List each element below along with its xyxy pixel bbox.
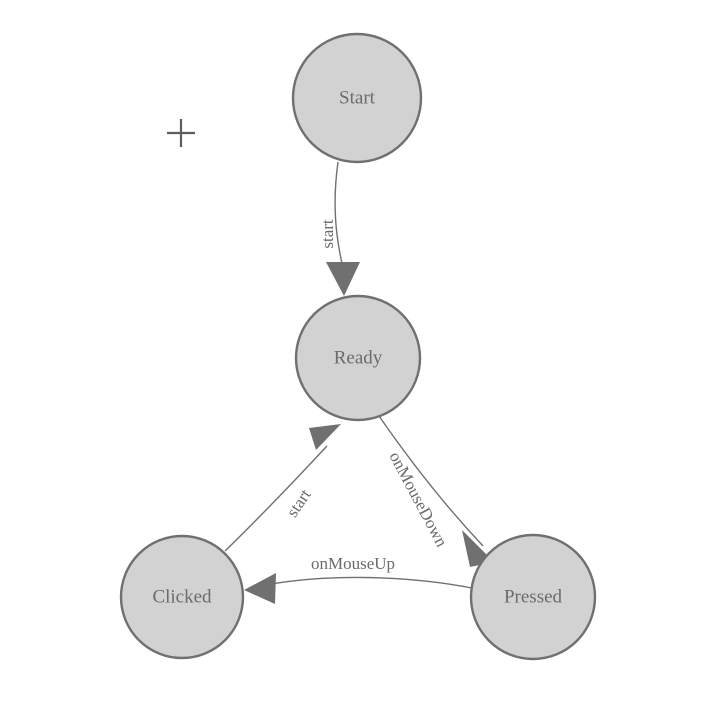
edge-start-to-ready[interactable] (326, 161, 360, 296)
arrowhead-icon (309, 424, 341, 450)
edge-line (265, 576, 473, 589)
edge-line (224, 445, 328, 552)
edge-pressed-to-clicked[interactable] (244, 573, 473, 604)
arrowhead-icon (244, 573, 276, 604)
node-start[interactable]: Start (291, 32, 423, 164)
node-label: Clicked (152, 586, 212, 607)
edge-line (378, 415, 484, 547)
edge-label-clicked-to-ready: start (283, 485, 315, 520)
edge-label-pressed-to-clicked: onMouseUp (311, 554, 395, 573)
edge-clicked-to-ready[interactable] (224, 424, 341, 552)
edge-line (334, 161, 344, 269)
node-label: Ready (334, 347, 383, 368)
node-pressed[interactable]: Pressed (469, 533, 597, 661)
node-circle (294, 294, 422, 422)
node-clicked[interactable]: Clicked (119, 534, 245, 660)
arrowhead-icon (326, 262, 360, 296)
edge-label-start-to-ready: start (318, 219, 337, 249)
node-circle (469, 533, 597, 661)
node-ready[interactable]: Ready (294, 294, 422, 422)
node-label: Pressed (504, 586, 563, 607)
node-circle (291, 32, 423, 164)
plus-crosshair-icon[interactable] (167, 119, 195, 147)
node-label: Start (339, 87, 376, 108)
node-circle (119, 534, 245, 660)
